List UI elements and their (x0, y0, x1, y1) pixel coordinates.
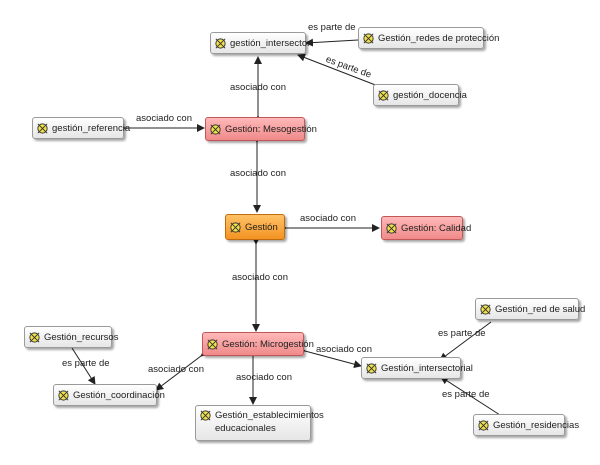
concept-icon (478, 419, 489, 431)
node-label: gestión_docencia (393, 89, 467, 101)
edge-docencia-intersector (297, 53, 379, 87)
node-label: Gestión_intersectorial (381, 362, 473, 374)
concept-icon (230, 221, 241, 233)
label-meso-intersector: asociado con (230, 82, 286, 93)
concept-icon (363, 32, 374, 44)
node-red-salud[interactable]: Gestión_red de salud (475, 298, 585, 320)
label-redsalud-intersectorial: es parte de (438, 328, 486, 339)
node-label: Gestión_establecimientos educacionales (215, 410, 324, 434)
node-label: gestión_referencia (52, 122, 131, 134)
edge-micro-coordinacion (155, 348, 209, 391)
edge-recursos-coordinacion (71, 347, 96, 385)
node-label: Gestión: Microgestión (222, 338, 314, 350)
node-gestion-referencia[interactable]: gestión_referencia (32, 117, 130, 139)
label-micro-intersectorial: asociado con (316, 344, 372, 355)
node-label: Gestión: Mesogestión (225, 123, 317, 135)
node-gestion-docencia[interactable]: gestión_docencia (373, 84, 467, 106)
node-gestion[interactable]: Gestión (225, 214, 285, 240)
label-meso-gestion: asociado con (230, 168, 286, 179)
edge-redsalud-intersectorial (439, 321, 492, 361)
concept-icon (386, 222, 397, 234)
label-gestion-calidad: asociado con (300, 213, 356, 224)
node-gestion-residencias[interactable]: Gestión_residencias (473, 414, 579, 436)
concept-icon (29, 331, 40, 343)
node-label: gestión_intersector (230, 37, 311, 49)
label-residencias-intersectorial: es parte de (442, 389, 490, 400)
node-redes-proteccion[interactable]: Gestión_redes de protección (358, 27, 499, 49)
edge-redes-intersector (305, 38, 359, 47)
label-micro-establecimientos: asociado con (236, 372, 292, 383)
label-referencia-meso: asociado con (136, 113, 192, 124)
concept-icon (366, 362, 377, 374)
node-gestion-intersector[interactable]: gestión_intersector (210, 32, 310, 54)
node-label: Gestión_recursos (44, 331, 119, 343)
node-gestion-intersectorial[interactable]: Gestión_intersectorial (361, 357, 473, 379)
edge-residencias-intersectorial (440, 376, 501, 416)
node-gestion-recursos[interactable]: Gestión_recursos (24, 326, 118, 348)
label-recursos-coordinacion: es parte de (62, 358, 110, 369)
node-microgestion[interactable]: Gestión: Microgestión (202, 332, 314, 356)
label-gestion-micro: asociado con (232, 272, 288, 283)
concept-icon (200, 410, 211, 421)
concept-icon (480, 303, 491, 315)
concept-icon (207, 338, 218, 350)
node-label: Gestión_coordinación (73, 389, 165, 401)
concept-icon (58, 389, 69, 401)
concept-icon (210, 123, 221, 135)
node-label: Gestión_residencias (493, 419, 580, 431)
label-micro-coordinacion: asociado con (148, 364, 204, 375)
node-gestion-coordinacion[interactable]: Gestión_coordinación (53, 384, 165, 406)
node-label: Gestión_red de salud (495, 303, 586, 315)
label-redes-intersector: es parte de (308, 22, 356, 33)
concept-icon (215, 37, 226, 49)
node-label: Gestión_redes de protección (378, 32, 500, 44)
edge-micro-intersectorial (297, 345, 362, 369)
concept-icon (378, 89, 389, 101)
node-label: Gestión: Calidad (401, 222, 472, 234)
concept-icon (37, 122, 48, 134)
node-mesogestion[interactable]: Gestión: Mesogestión (205, 117, 317, 141)
node-label: Gestión (245, 221, 278, 233)
node-establecimientos[interactable]: Gestión_establecimientos educacionales (195, 405, 324, 441)
node-calidad[interactable]: Gestión: Calidad (381, 216, 471, 240)
